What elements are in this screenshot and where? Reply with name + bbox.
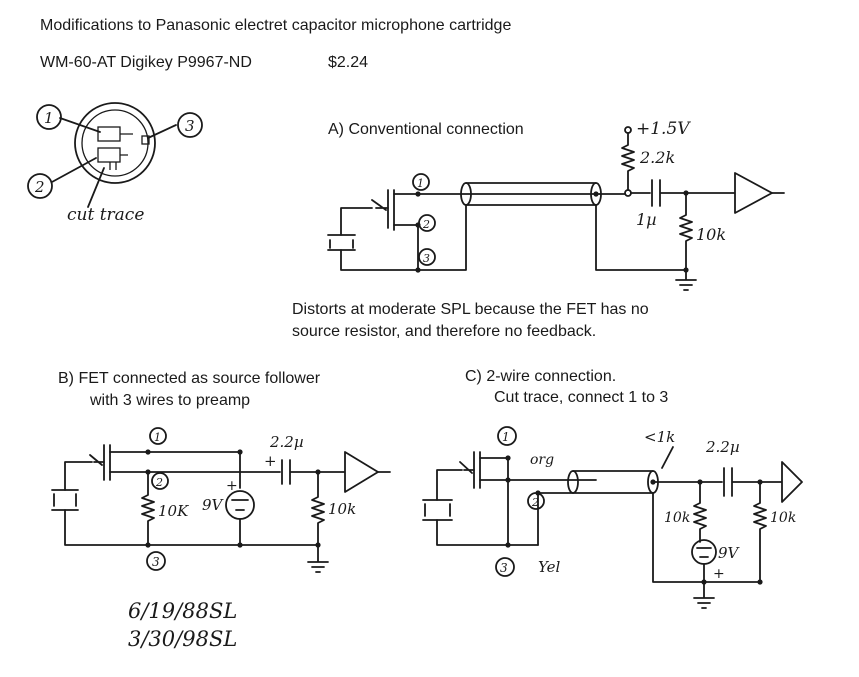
section-b-r-source: 10K bbox=[158, 502, 189, 520]
signature-date-2: 3/30/98SL bbox=[128, 627, 237, 651]
section-a-pin3: 3 bbox=[423, 252, 430, 265]
section-b-pin3: 3 bbox=[152, 555, 160, 569]
section-a-title: A) Conventional connection bbox=[328, 121, 524, 138]
section-a-r-load: 10k bbox=[696, 225, 726, 244]
section-b-title-2: with 3 wires to preamp bbox=[89, 392, 250, 409]
pinout-label-1: 1 bbox=[44, 109, 54, 127]
section-c-title-1: C) 2-wire connection. bbox=[465, 368, 616, 385]
section-b-r-load: 10k bbox=[328, 500, 356, 518]
section-c-r-right: 10k bbox=[770, 510, 796, 526]
section-a-note-1: Distorts at moderate SPL because the FET… bbox=[292, 301, 649, 318]
pinout-label-3: 3 bbox=[185, 117, 195, 135]
section-c-battery: 9V bbox=[718, 544, 741, 562]
section-b-cap-plus: + bbox=[264, 452, 277, 470]
pinout-label-2: 2 bbox=[34, 178, 45, 196]
section-c-len: <1k bbox=[644, 428, 675, 446]
section-b-cap: 2.2µ bbox=[269, 433, 304, 451]
section-a-supply: +1.5V bbox=[636, 119, 691, 139]
section-a-cap: 1µ bbox=[636, 210, 657, 229]
section-b-pin1: 1 bbox=[154, 431, 161, 444]
section-c-pin3: 3 bbox=[500, 561, 508, 575]
section-b-battery: 9V bbox=[202, 496, 225, 514]
section-c-r-left: 10k bbox=[664, 510, 690, 526]
signature-date-1: 6/19/88SL bbox=[128, 599, 237, 623]
section-c-circuit bbox=[422, 426, 803, 609]
page-title: Modifications to Panasonic electret capa… bbox=[40, 17, 511, 34]
section-b-batt-plus: + bbox=[226, 478, 238, 494]
section-b-title-1: B) FET connected as source follower bbox=[58, 370, 321, 387]
section-c-wire-yel: Yel bbox=[538, 558, 560, 576]
section-b-pin2: 2 bbox=[155, 476, 163, 489]
section-c-cap: 2.2µ bbox=[705, 438, 740, 456]
section-c-pin2: 2 bbox=[531, 496, 539, 509]
section-c-batt-plus: + bbox=[713, 566, 725, 582]
price: $2.24 bbox=[328, 54, 368, 71]
section-b-circuit bbox=[51, 427, 391, 573]
section-a-pin2: 2 bbox=[422, 218, 430, 231]
section-a-note-2: source resistor, and therefore no feedba… bbox=[292, 323, 596, 340]
section-c-wire-org: org bbox=[530, 452, 554, 468]
section-c-title-2: Cut trace, connect 1 to 3 bbox=[494, 389, 668, 406]
cut-trace-label: cut trace bbox=[67, 205, 144, 225]
part-number: WM-60-AT Digikey P9967-ND bbox=[40, 54, 252, 71]
cartridge-pinout bbox=[27, 102, 203, 208]
section-c-pin1: 1 bbox=[502, 430, 510, 444]
section-a-r-supply: 2.2k bbox=[639, 148, 675, 167]
section-a-pin1: 1 bbox=[417, 177, 424, 190]
section-a-circuit bbox=[327, 126, 785, 291]
